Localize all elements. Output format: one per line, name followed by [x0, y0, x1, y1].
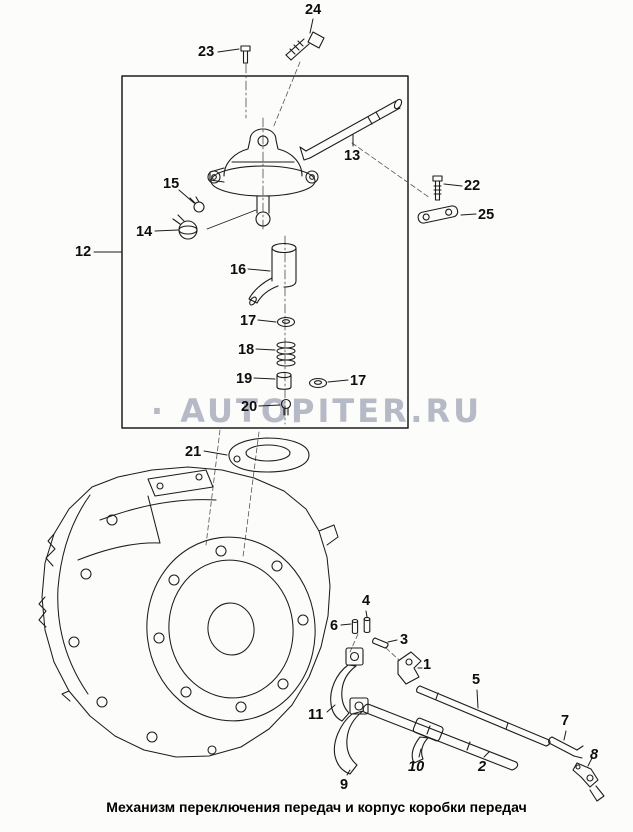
part-label-8: 8 [590, 747, 599, 763]
part-label-5: 5 [472, 672, 481, 688]
plug-15 [189, 196, 205, 213]
part-label-20: 20 [241, 399, 258, 415]
selector-rod-13 [299, 98, 403, 161]
gasket-plate-21 [228, 437, 310, 473]
pin-3 [372, 637, 389, 649]
part-label-7: 7 [561, 713, 570, 729]
selector-finger-16 [248, 242, 297, 306]
part-label-13: 13 [344, 148, 361, 164]
part-label-18: 18 [238, 342, 255, 358]
part-label-17: 17 [350, 373, 367, 389]
part-label-10: 10 [408, 759, 425, 775]
part-label-4: 4 [362, 593, 371, 609]
part-label-23: 23 [198, 44, 215, 60]
part-label-24: 24 [305, 2, 322, 18]
shift-fork-10 [411, 717, 444, 764]
part-label-21: 21 [185, 444, 202, 460]
pin-19 [276, 371, 292, 390]
shift-fork-9 [333, 697, 369, 775]
washer-17-lower [308, 377, 328, 389]
part-label-22: 22 [464, 178, 481, 194]
part-label-19: 19 [236, 371, 253, 387]
caption: Механизм переключения передач и корпус к… [106, 799, 527, 815]
part-label-2: 2 [478, 759, 487, 775]
part-label-15: 15 [163, 176, 180, 192]
part-label-11: 11 [308, 707, 324, 723]
shift-cover-assembly [207, 128, 319, 227]
shaft-7 [548, 736, 584, 759]
part-label-6: 6 [330, 618, 339, 634]
part-label-1: 1 [423, 657, 432, 673]
bolt-24-screw [285, 31, 325, 61]
bolt-23 [240, 45, 251, 64]
part-label-9: 9 [340, 777, 349, 793]
pin-4 [363, 616, 371, 634]
shift-rail-5 [416, 685, 551, 747]
pin-6 [351, 618, 359, 635]
pin-20 [280, 398, 292, 416]
part-label-14: 14 [136, 224, 153, 240]
part-label-12: 12 [75, 244, 92, 260]
bolt-22 [432, 175, 443, 201]
joint-14 [172, 209, 257, 240]
leader-lines [93, 18, 593, 776]
part-label-25: 25 [478, 207, 495, 223]
gearbox-housing [38, 466, 339, 758]
watermark: · AUTOPITER.RU [150, 392, 483, 430]
part-label-3: 3 [400, 632, 409, 648]
part-label-17: 17 [240, 313, 257, 329]
selector-head-1 [397, 651, 422, 685]
lever-8 [572, 762, 605, 802]
washer-17-upper [276, 316, 296, 328]
spring-18 [276, 341, 296, 367]
shift-fork-11 [330, 647, 364, 722]
bracket-25 [417, 205, 459, 224]
shift-rail-2 [362, 703, 519, 771]
centerlines [245, 63, 286, 425]
part-label-16: 16 [230, 262, 247, 278]
